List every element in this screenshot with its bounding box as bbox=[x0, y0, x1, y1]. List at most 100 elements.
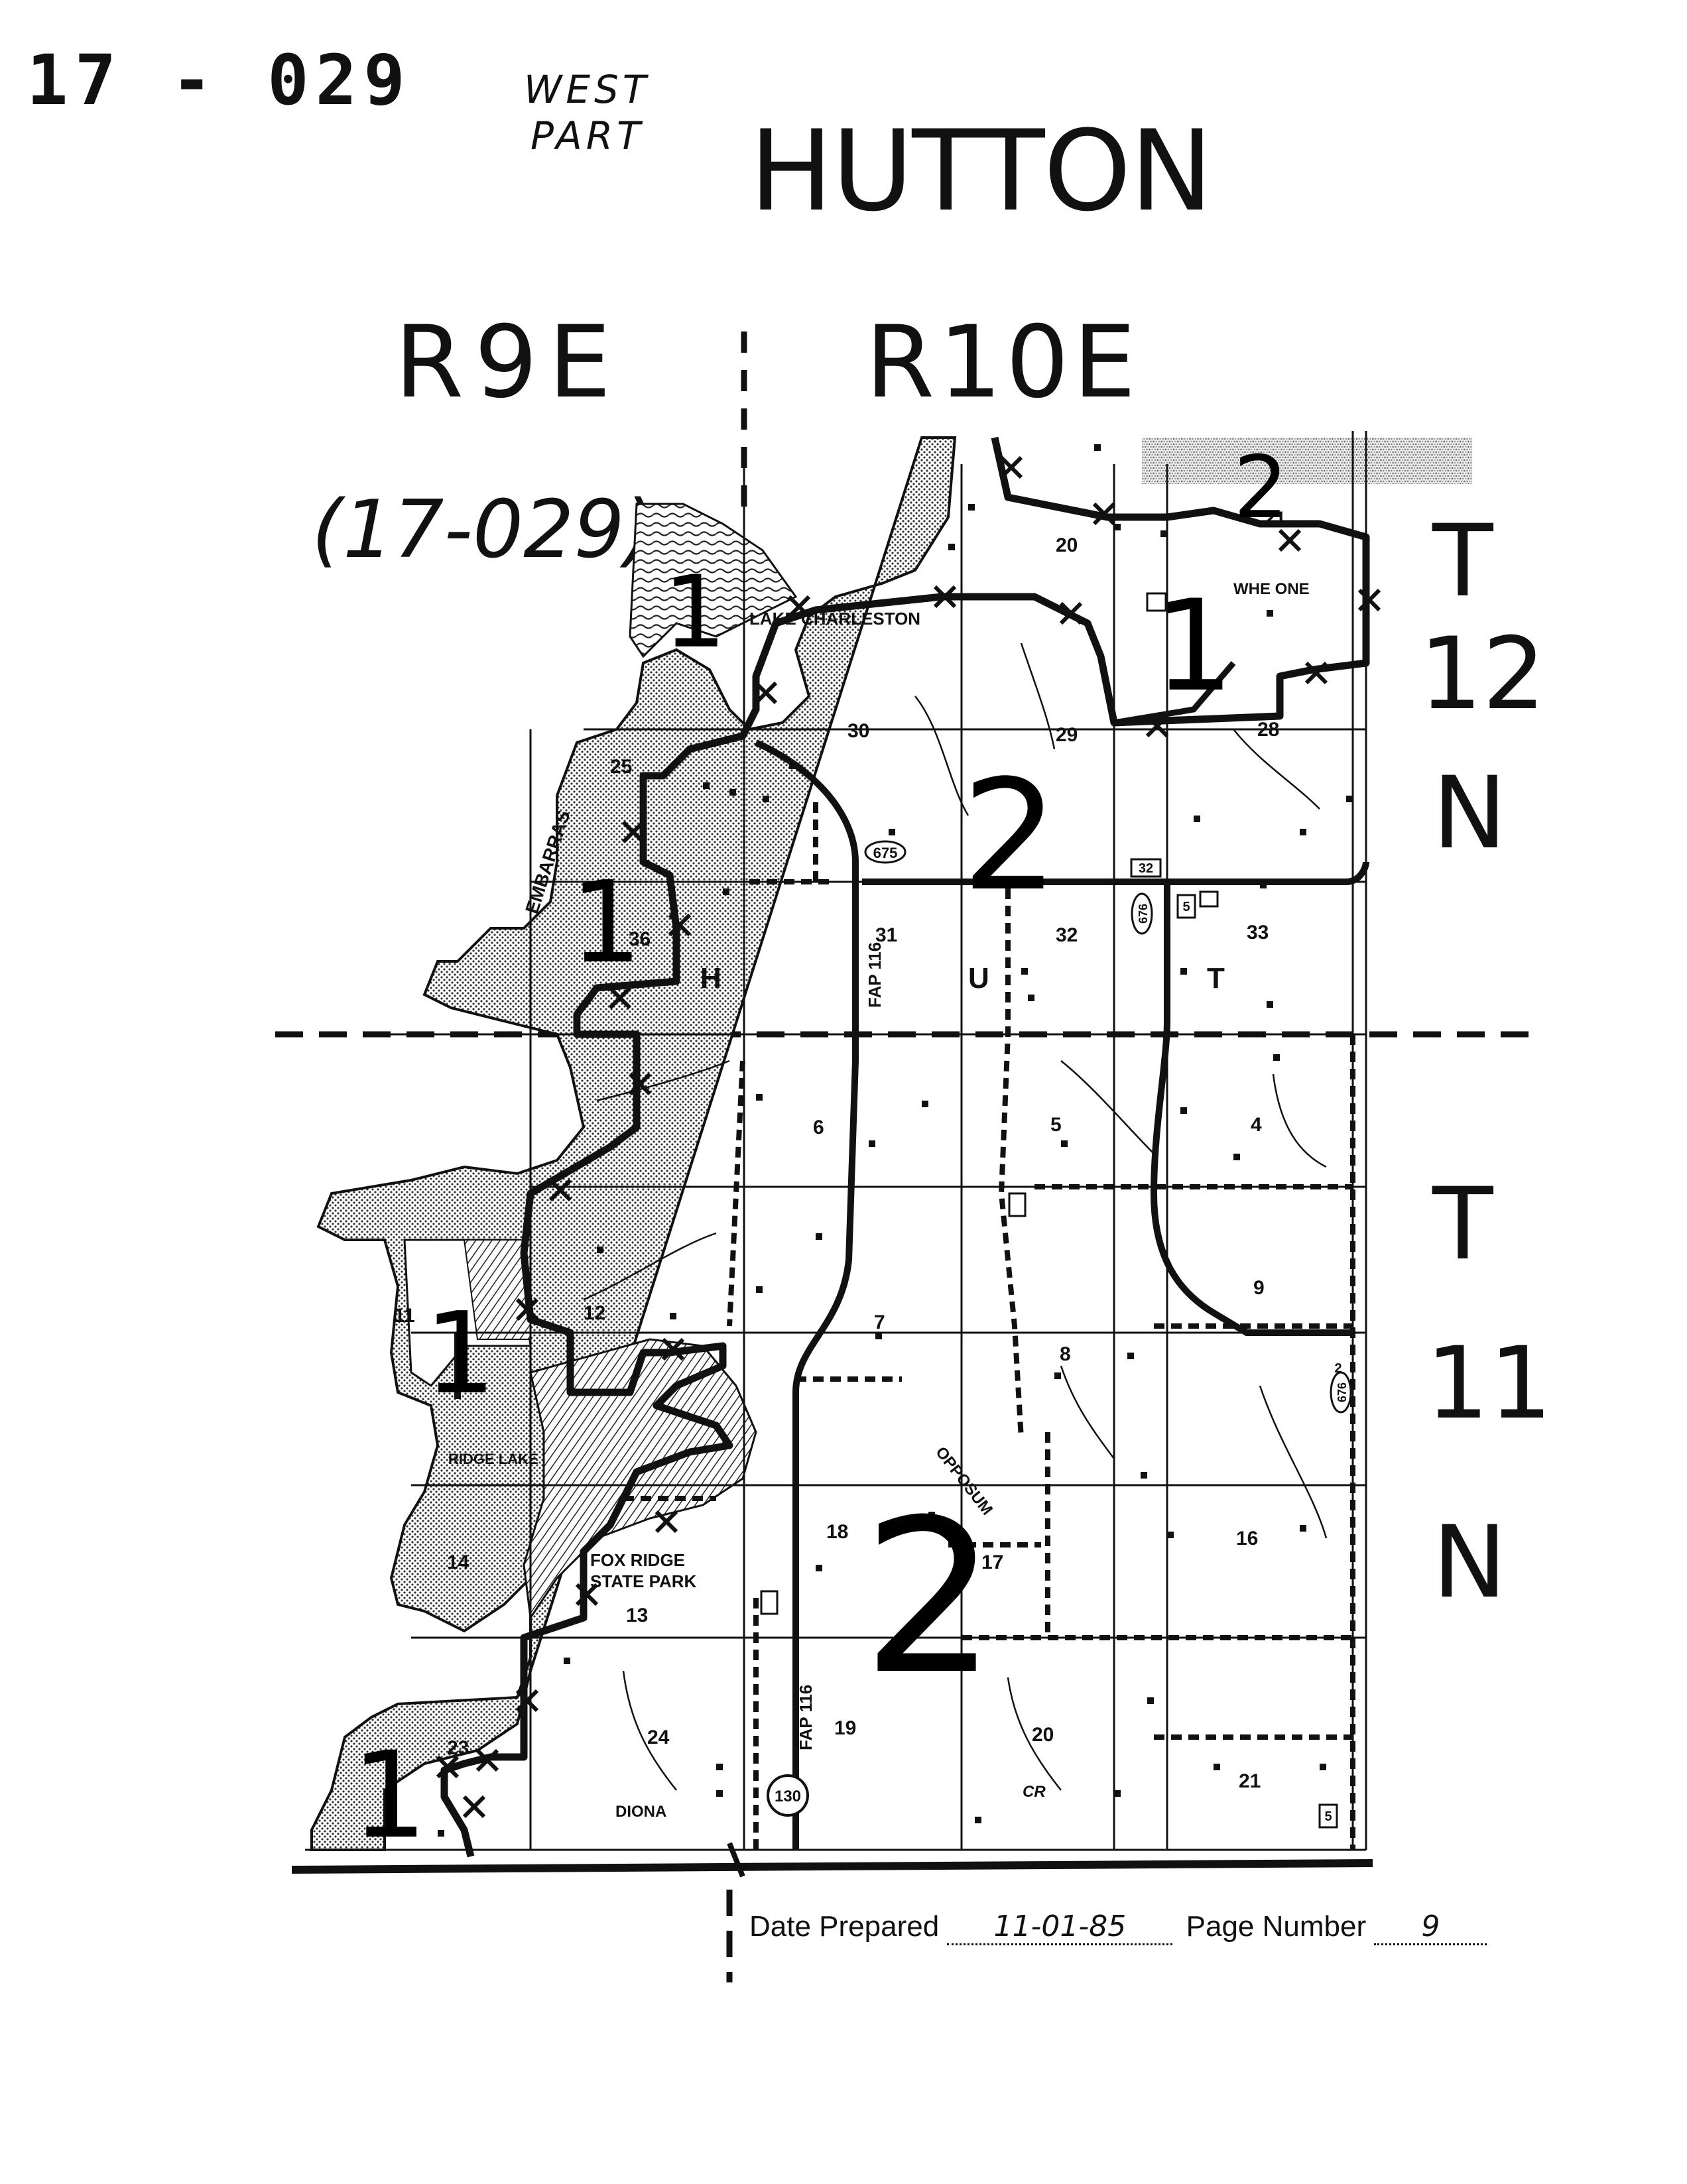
hutton-letter-h: H bbox=[700, 962, 721, 995]
building-markers bbox=[438, 444, 1353, 1837]
township-11n-n: N bbox=[1432, 1505, 1507, 1620]
section-number: 24 bbox=[647, 1727, 670, 1748]
section-number: 33 bbox=[1247, 922, 1269, 943]
route-676-shield bbox=[1131, 892, 1153, 935]
north-edge-water bbox=[1142, 438, 1472, 484]
section-numbers: 20 21 29 28 30 25 36 31 32 33 6 5 4 12 1… bbox=[394, 508, 1286, 1792]
range-r10e: R10E bbox=[865, 305, 1140, 420]
date-prepared-value: 11-01-85 bbox=[947, 1910, 1173, 1945]
section-number: 12 bbox=[584, 1302, 605, 1324]
streams bbox=[583, 642, 1328, 1791]
map-bottom-border bbox=[291, 1859, 1373, 1874]
section-number: 30 bbox=[847, 720, 869, 742]
hutton-letter-u: U bbox=[968, 962, 989, 995]
route-32-shield bbox=[1130, 858, 1162, 878]
west-label: WEST bbox=[524, 67, 651, 112]
route-32-highway bbox=[862, 861, 1369, 885]
district-1-numeral: 1 bbox=[1154, 573, 1234, 719]
cemetery-box bbox=[760, 1590, 779, 1615]
section-number: 13 bbox=[626, 1605, 648, 1626]
district-2-numeral: 2 bbox=[862, 1475, 997, 1721]
section-number: 28 bbox=[1257, 719, 1279, 741]
route-676-shield-south bbox=[1330, 1371, 1352, 1414]
map-code: 17 - 029 bbox=[27, 40, 412, 121]
cr-label: CR bbox=[1023, 1783, 1046, 1801]
township-12n-t: T bbox=[1432, 504, 1493, 619]
highways bbox=[754, 739, 1369, 1850]
embarras-river bbox=[310, 436, 957, 1851]
route-5-shield bbox=[1176, 894, 1196, 919]
district-1-numeral: 1 bbox=[663, 555, 726, 670]
route-676-text-south: 676 bbox=[1336, 1382, 1349, 1402]
district-1-numeral: 1 bbox=[424, 1288, 496, 1420]
section-number: 11 bbox=[394, 1305, 415, 1327]
section-number: 5 bbox=[1050, 1114, 1062, 1136]
route-675-text: 675 bbox=[873, 845, 898, 861]
fap-116-highway bbox=[754, 739, 859, 1850]
wheatone-label: WHE ONE bbox=[1233, 580, 1310, 598]
route-2-text: 2 bbox=[1334, 1361, 1342, 1376]
district-1-numeral: 1 bbox=[570, 857, 642, 989]
route-130-text: 130 bbox=[775, 1788, 801, 1805]
district-2-numeral: 2 bbox=[962, 748, 1058, 925]
township-12n-n: N bbox=[1432, 756, 1507, 871]
district-2-numeral-hidden: 2 bbox=[935, 1001, 936, 1002]
section-number: 8 bbox=[1060, 1343, 1071, 1365]
boundary-x-marks bbox=[436, 455, 1381, 1819]
section-number: 4 bbox=[1251, 1114, 1262, 1136]
range-r9e: R9E bbox=[395, 305, 622, 420]
township-11n-t: T bbox=[1432, 1167, 1493, 1282]
section-number: 14 bbox=[447, 1551, 469, 1573]
state-park-label: STATE PARK bbox=[590, 1571, 697, 1591]
diona-label: DIONA bbox=[615, 1803, 666, 1821]
route-5-text-south: 5 bbox=[1324, 1809, 1332, 1824]
fox-ridge-label: FOX RIDGE bbox=[590, 1550, 685, 1570]
township-11n-num: 11 bbox=[1426, 1326, 1552, 1441]
route-5-text: 5 bbox=[1182, 900, 1190, 914]
section-number: 23 bbox=[447, 1737, 469, 1759]
section-number: 21 bbox=[1264, 508, 1286, 530]
section-number: 20 bbox=[1032, 1724, 1054, 1746]
cemetery-box bbox=[1008, 1192, 1027, 1217]
page-number-value: 9 bbox=[1374, 1910, 1487, 1945]
route-676-highway bbox=[1150, 882, 1353, 1336]
date-prepared-label: Date Prepared bbox=[749, 1910, 940, 1943]
district-2-numeral: 2 bbox=[1233, 437, 1288, 538]
section-number: 7 bbox=[874, 1311, 885, 1333]
section-number: 32 bbox=[1056, 924, 1078, 946]
border-tick bbox=[727, 1842, 745, 1878]
section-number: 9 bbox=[1253, 1277, 1265, 1299]
section-number: 21 bbox=[1239, 1770, 1261, 1792]
precinct-boundary bbox=[440, 436, 1370, 1858]
section-number: 6 bbox=[813, 1117, 824, 1138]
cemetery-box bbox=[1146, 592, 1167, 612]
section-number: 20 bbox=[1056, 534, 1078, 556]
route-32-text: 32 bbox=[1139, 861, 1153, 876]
route-675-shield bbox=[864, 840, 906, 864]
hutton-letter-t: T bbox=[1207, 962, 1225, 995]
cemetery-box bbox=[1199, 890, 1219, 908]
township-12n-num: 12 bbox=[1419, 617, 1546, 732]
route-130-shield bbox=[767, 1774, 809, 1817]
route-shields: 675 676 676 130 32 5 5 2 bbox=[767, 840, 1352, 1829]
section-number: 29 bbox=[1056, 724, 1078, 746]
section-number: 25 bbox=[610, 756, 632, 778]
fap116-label-north: FAP 116 bbox=[865, 942, 885, 1008]
section-number: 31 bbox=[875, 924, 897, 946]
part-label: PART bbox=[531, 113, 645, 158]
township-title: HUTTON bbox=[749, 106, 1213, 236]
ridge-lake-label: RIDGE LAKE bbox=[448, 1451, 538, 1467]
district-1-numeral: 1 bbox=[351, 1727, 428, 1865]
small-boxes bbox=[760, 592, 1219, 1615]
page-number-label: Page Number bbox=[1186, 1910, 1367, 1943]
section-number: 16 bbox=[1236, 1528, 1258, 1549]
district-numerals: 1 1 1 1 1 2 2 2 2 bbox=[351, 437, 1288, 1865]
map-code-parenthetical: (17-029) bbox=[312, 484, 656, 576]
west-part-label: WEST PART bbox=[524, 66, 650, 159]
footer: Date Prepared 11-01-85 Page Number 9 bbox=[749, 1910, 1487, 1945]
route-676-text: 676 bbox=[1137, 904, 1150, 924]
precinct-boundary-north bbox=[1113, 661, 1236, 726]
section-number: 19 bbox=[834, 1717, 856, 1739]
section-number: 17 bbox=[981, 1551, 1003, 1573]
